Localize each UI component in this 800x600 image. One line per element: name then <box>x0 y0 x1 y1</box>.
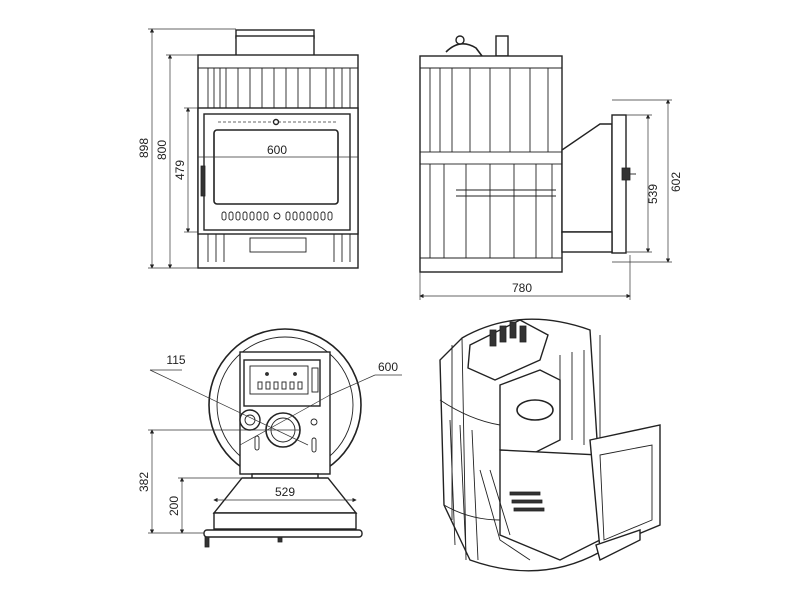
dim-door-height: 479 <box>173 160 187 180</box>
dim-diameter: 600 <box>378 360 398 374</box>
dim-body-height: 800 <box>155 140 169 160</box>
dim-depth: 780 <box>512 281 532 295</box>
dim-firebox-height: 539 <box>646 184 660 204</box>
cutaway-view <box>439 318 661 572</box>
dim-firebox-total: 602 <box>669 172 683 192</box>
dim-base-width: 529 <box>275 485 295 499</box>
side-view: 780 539 602 <box>419 35 683 300</box>
dim-flue-offset: 115 <box>166 353 185 367</box>
dim-flue-height: 382 <box>137 472 151 492</box>
dim-total-height: 898 <box>137 138 151 158</box>
dim-door-width: 600 <box>267 143 287 157</box>
dim-base-height: 200 <box>167 496 181 516</box>
front-view: 898 800 479 600 <box>137 28 359 269</box>
top-view: 115 600 382 200 529 <box>137 328 402 548</box>
